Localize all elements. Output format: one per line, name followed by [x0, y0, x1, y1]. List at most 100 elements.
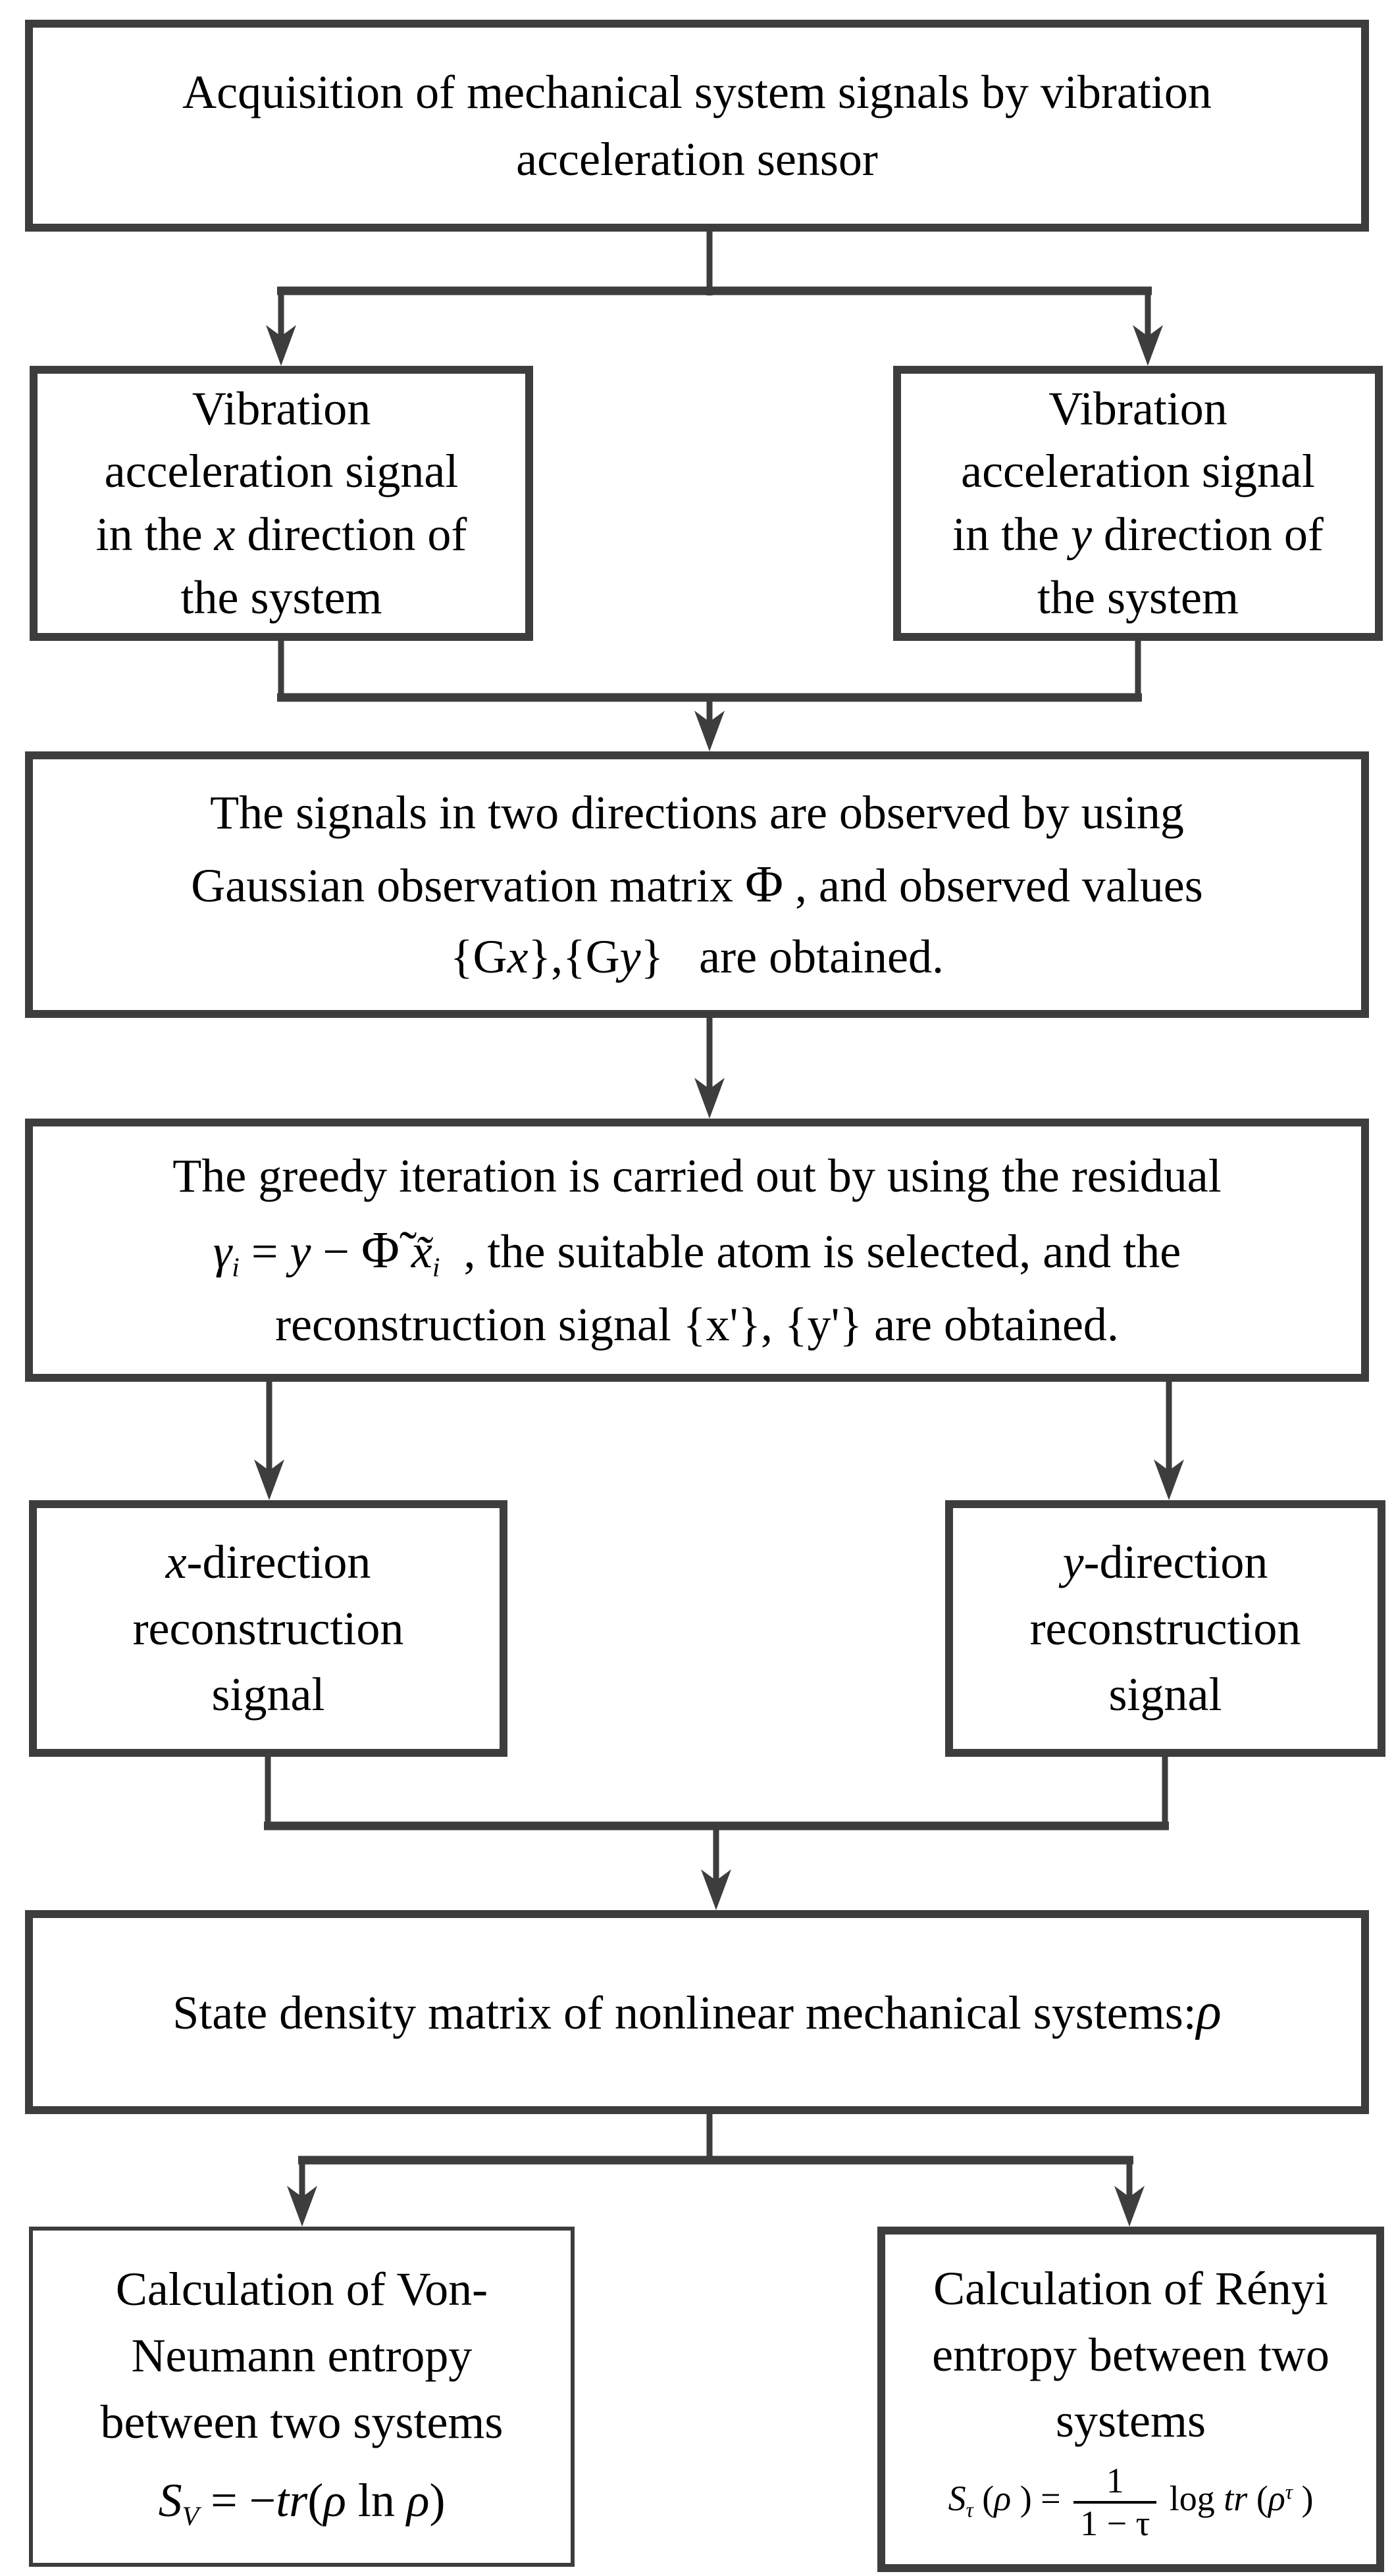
arrow-down-icon — [1133, 325, 1163, 366]
text-run: reconstruction — [1029, 1602, 1301, 1655]
text-run: entropy between two — [932, 2328, 1329, 2381]
text-line: Vibration — [901, 378, 1375, 441]
text-run: ρ — [1268, 2479, 1285, 2519]
box-von-neumann-formula: SV = −tr(ρ ln ρ) — [101, 2465, 503, 2537]
text-run: tr — [276, 2473, 308, 2527]
text-line: reconstruction — [37, 1596, 500, 1662]
text-line: Gaussian observation matrix Φ , and obse… — [33, 847, 1361, 922]
text-run: , the suitable atom is selected, and the — [440, 1225, 1181, 1278]
text-run: Gaussian observation matrix — [191, 859, 746, 913]
text-run: in the — [95, 508, 215, 561]
text-run: Φ̃ — [361, 1221, 400, 1279]
text-run: Acquisition of mechanical system signals… — [182, 65, 1212, 118]
text-run: y — [619, 930, 641, 983]
text-run: , and observed values — [783, 859, 1203, 913]
text-run: Φ — [745, 855, 783, 914]
text-run: y — [1062, 1535, 1084, 1588]
text-run: the system — [1037, 570, 1239, 624]
text-run: Vibration — [192, 382, 371, 435]
box-observation-text: The signals in two directions are observ… — [33, 778, 1361, 992]
text-line: Calculation of Von- — [101, 2256, 503, 2323]
text-line: signal — [37, 1661, 500, 1728]
arrow-down-icon — [694, 1078, 725, 1119]
text-run: the system — [180, 570, 382, 624]
box-greedy-iteration-text: The greedy iteration is carried out by u… — [33, 1140, 1361, 1361]
arrow-down-icon — [266, 325, 296, 366]
text-run: x — [507, 930, 529, 983]
text-run: {G — [450, 930, 507, 983]
box-x-reconstruction: x-direction reconstruction signal — [29, 1500, 507, 1757]
text-run: } are obtained. — [640, 930, 944, 983]
text-line: acceleration sensor — [33, 126, 1361, 193]
text-run: ρ — [994, 2479, 1012, 2519]
text-run: = − — [199, 2473, 276, 2527]
text-run: Vibration — [1048, 382, 1227, 435]
text-run: in the — [952, 508, 1071, 561]
text-run: ρ — [406, 2473, 430, 2527]
box-observation: The signals in two directions are observ… — [25, 751, 1369, 1018]
text-line: State density matrix of nonlinear mechan… — [33, 1976, 1361, 2048]
text-run: y — [1071, 508, 1093, 561]
arrowheads — [254, 325, 1184, 2227]
text-run: x — [165, 1535, 187, 1588]
text-run: tr — [1224, 2479, 1248, 2519]
text-run: τ — [966, 2498, 973, 2522]
text-run: ρ — [323, 2473, 346, 2527]
text-run: log — [1160, 2479, 1224, 2519]
text-run: ) — [1292, 2479, 1314, 2519]
text-line: entropy between two — [932, 2322, 1329, 2388]
text-line: γi = y − Φ̃ x̃i , the suitable atom is s… — [33, 1211, 1361, 1290]
box-state-density-text: State density matrix of nonlinear mechan… — [33, 1976, 1361, 2048]
text-run — [400, 1225, 411, 1278]
text-run: reconstruction signal {x'}, {y'} are obt… — [275, 1298, 1119, 1351]
text-line: x-direction — [37, 1529, 500, 1596]
text-run: Calculation of Von- — [115, 2263, 488, 2316]
text-run: = — [239, 1225, 290, 1278]
text-run: S — [948, 2479, 966, 2519]
text-line: Neumann entropy — [101, 2323, 503, 2389]
text-line: SV = −tr(ρ ln ρ) — [101, 2465, 503, 2537]
text-run: direction of — [1092, 508, 1324, 561]
text-run: ) — [429, 2473, 446, 2527]
arrow-down-icon — [254, 1459, 284, 1500]
text-run: acceleration sensor — [516, 133, 878, 186]
text-run: State density matrix of nonlinear mechan… — [172, 1986, 1197, 2040]
text-line: in the y direction of — [901, 503, 1375, 567]
box-state-density: State density matrix of nonlinear mechan… — [25, 1910, 1369, 2114]
box-greedy-iteration: The greedy iteration is carried out by u… — [25, 1119, 1369, 1382]
text-run: systems — [1055, 2394, 1206, 2448]
box-acquisition: Acquisition of mechanical system signals… — [25, 20, 1369, 232]
text-run: acceleration signal — [961, 445, 1315, 498]
text-run: ) = — [1011, 2479, 1070, 2519]
text-line: Acquisition of mechanical system signals… — [33, 59, 1361, 126]
text-line: the system — [38, 567, 525, 630]
text-run: direction of — [235, 508, 467, 561]
text-run: reconstruction — [132, 1602, 404, 1655]
text-run: i — [232, 1251, 240, 1282]
connector-lines — [264, 228, 1172, 2198]
arrow-down-icon — [1154, 1459, 1184, 1500]
text-line: acceleration signal — [901, 440, 1375, 503]
text-line: systems — [932, 2388, 1329, 2454]
text-run: The greedy iteration is carried out by u… — [172, 1149, 1222, 1202]
text-run: x̃ — [411, 1225, 432, 1278]
text-line: Vibration — [38, 378, 525, 441]
text-line: acceleration signal — [38, 440, 525, 503]
text-run: signal — [211, 1668, 325, 1721]
text-run: ( — [973, 2479, 994, 2519]
arrow-down-icon — [1114, 2186, 1145, 2227]
text-run: ρ — [1196, 1983, 1222, 2041]
